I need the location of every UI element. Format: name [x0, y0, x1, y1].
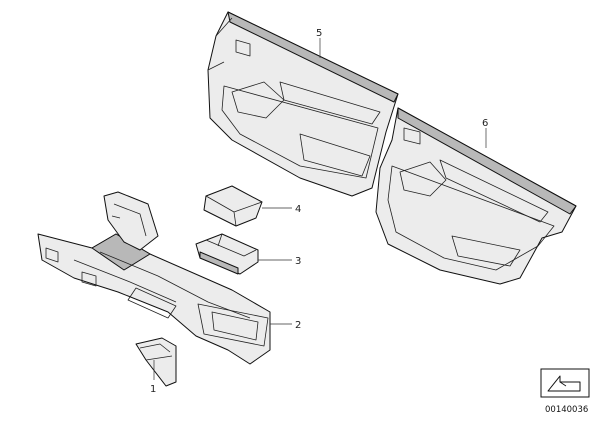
reference-number: 00140036	[545, 405, 588, 415]
centre-console	[37, 191, 271, 365]
front-door-panel	[207, 11, 399, 197]
cover-bracket	[135, 337, 177, 387]
callout-2: 2	[295, 320, 301, 331]
callout-6: 6	[482, 118, 488, 129]
armrest-cushion	[203, 185, 263, 227]
callout-5: 5	[316, 28, 322, 39]
callout-1: 1	[150, 384, 156, 395]
rear-door-panel	[375, 107, 577, 285]
callout-3: 3	[295, 256, 301, 267]
armrest-lid	[195, 233, 259, 275]
arrow-box-icon	[540, 368, 590, 398]
callout-4: 4	[295, 204, 301, 215]
leader-lines	[153, 38, 487, 380]
